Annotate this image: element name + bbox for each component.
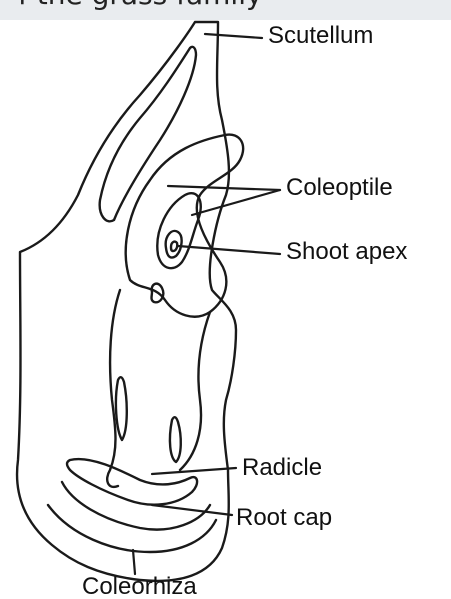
shoot-apex-outline — [166, 231, 182, 258]
axis-left-line — [107, 290, 120, 487]
label-radicle: Radicle — [242, 456, 322, 480]
scutellum-leader — [205, 34, 262, 38]
label-coleoptile: Coleoptile — [286, 176, 393, 200]
label-coleorhiza: Coleorhiza — [82, 575, 197, 599]
root-cap-leader — [152, 505, 232, 515]
coleoptile-leader-1 — [168, 186, 280, 190]
embryo-outer-outline — [17, 22, 236, 581]
label-root-cap: Root cap — [236, 506, 332, 530]
radicle-outline — [67, 459, 197, 505]
coleoptile-leader-2 — [192, 190, 280, 215]
scutellum-inner-loop — [100, 47, 196, 221]
label-shoot-apex: Shoot apex — [286, 240, 407, 264]
shoot-apex-leader — [178, 246, 280, 254]
vascular-strand-left — [116, 377, 127, 440]
vascular-strand-right — [170, 417, 181, 462]
label-scutellum: Scutellum — [268, 24, 373, 48]
shoot-apex-core — [171, 242, 177, 251]
coleoptile-sheath — [126, 135, 243, 317]
axis-right-line — [180, 312, 210, 470]
coleorhiza-outline — [48, 505, 216, 552]
radicle-leader — [152, 468, 236, 474]
coleoptile-inner — [157, 193, 200, 268]
coleorhiza-leader — [133, 550, 135, 574]
root-cap-outline — [62, 482, 210, 530]
